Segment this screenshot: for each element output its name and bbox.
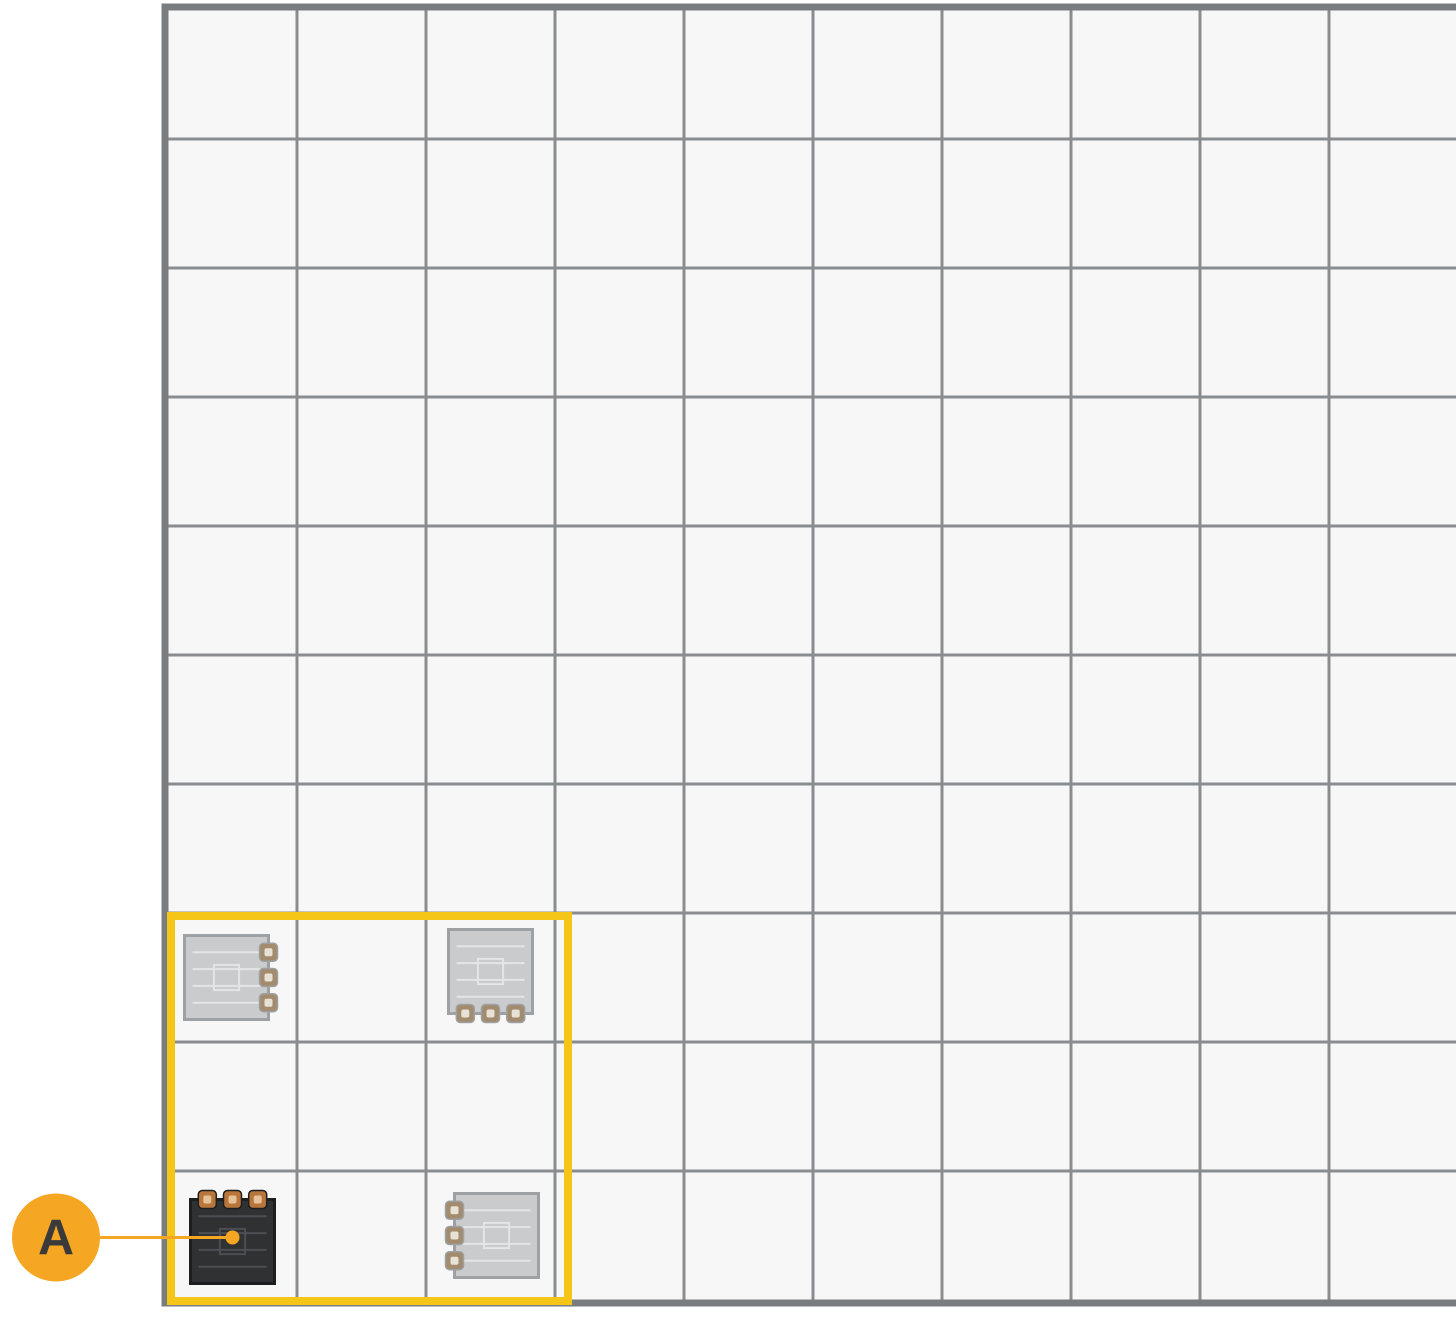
chip-light-top-right-icon: [449, 930, 533, 1023]
callout-label: A: [38, 1210, 74, 1266]
chip-light-top-left-icon: [185, 936, 278, 1020]
chip-light-bottom-right-icon: [446, 1194, 539, 1278]
callout-target-dot: [226, 1231, 240, 1245]
grid-layer: [165, 7, 1456, 1303]
